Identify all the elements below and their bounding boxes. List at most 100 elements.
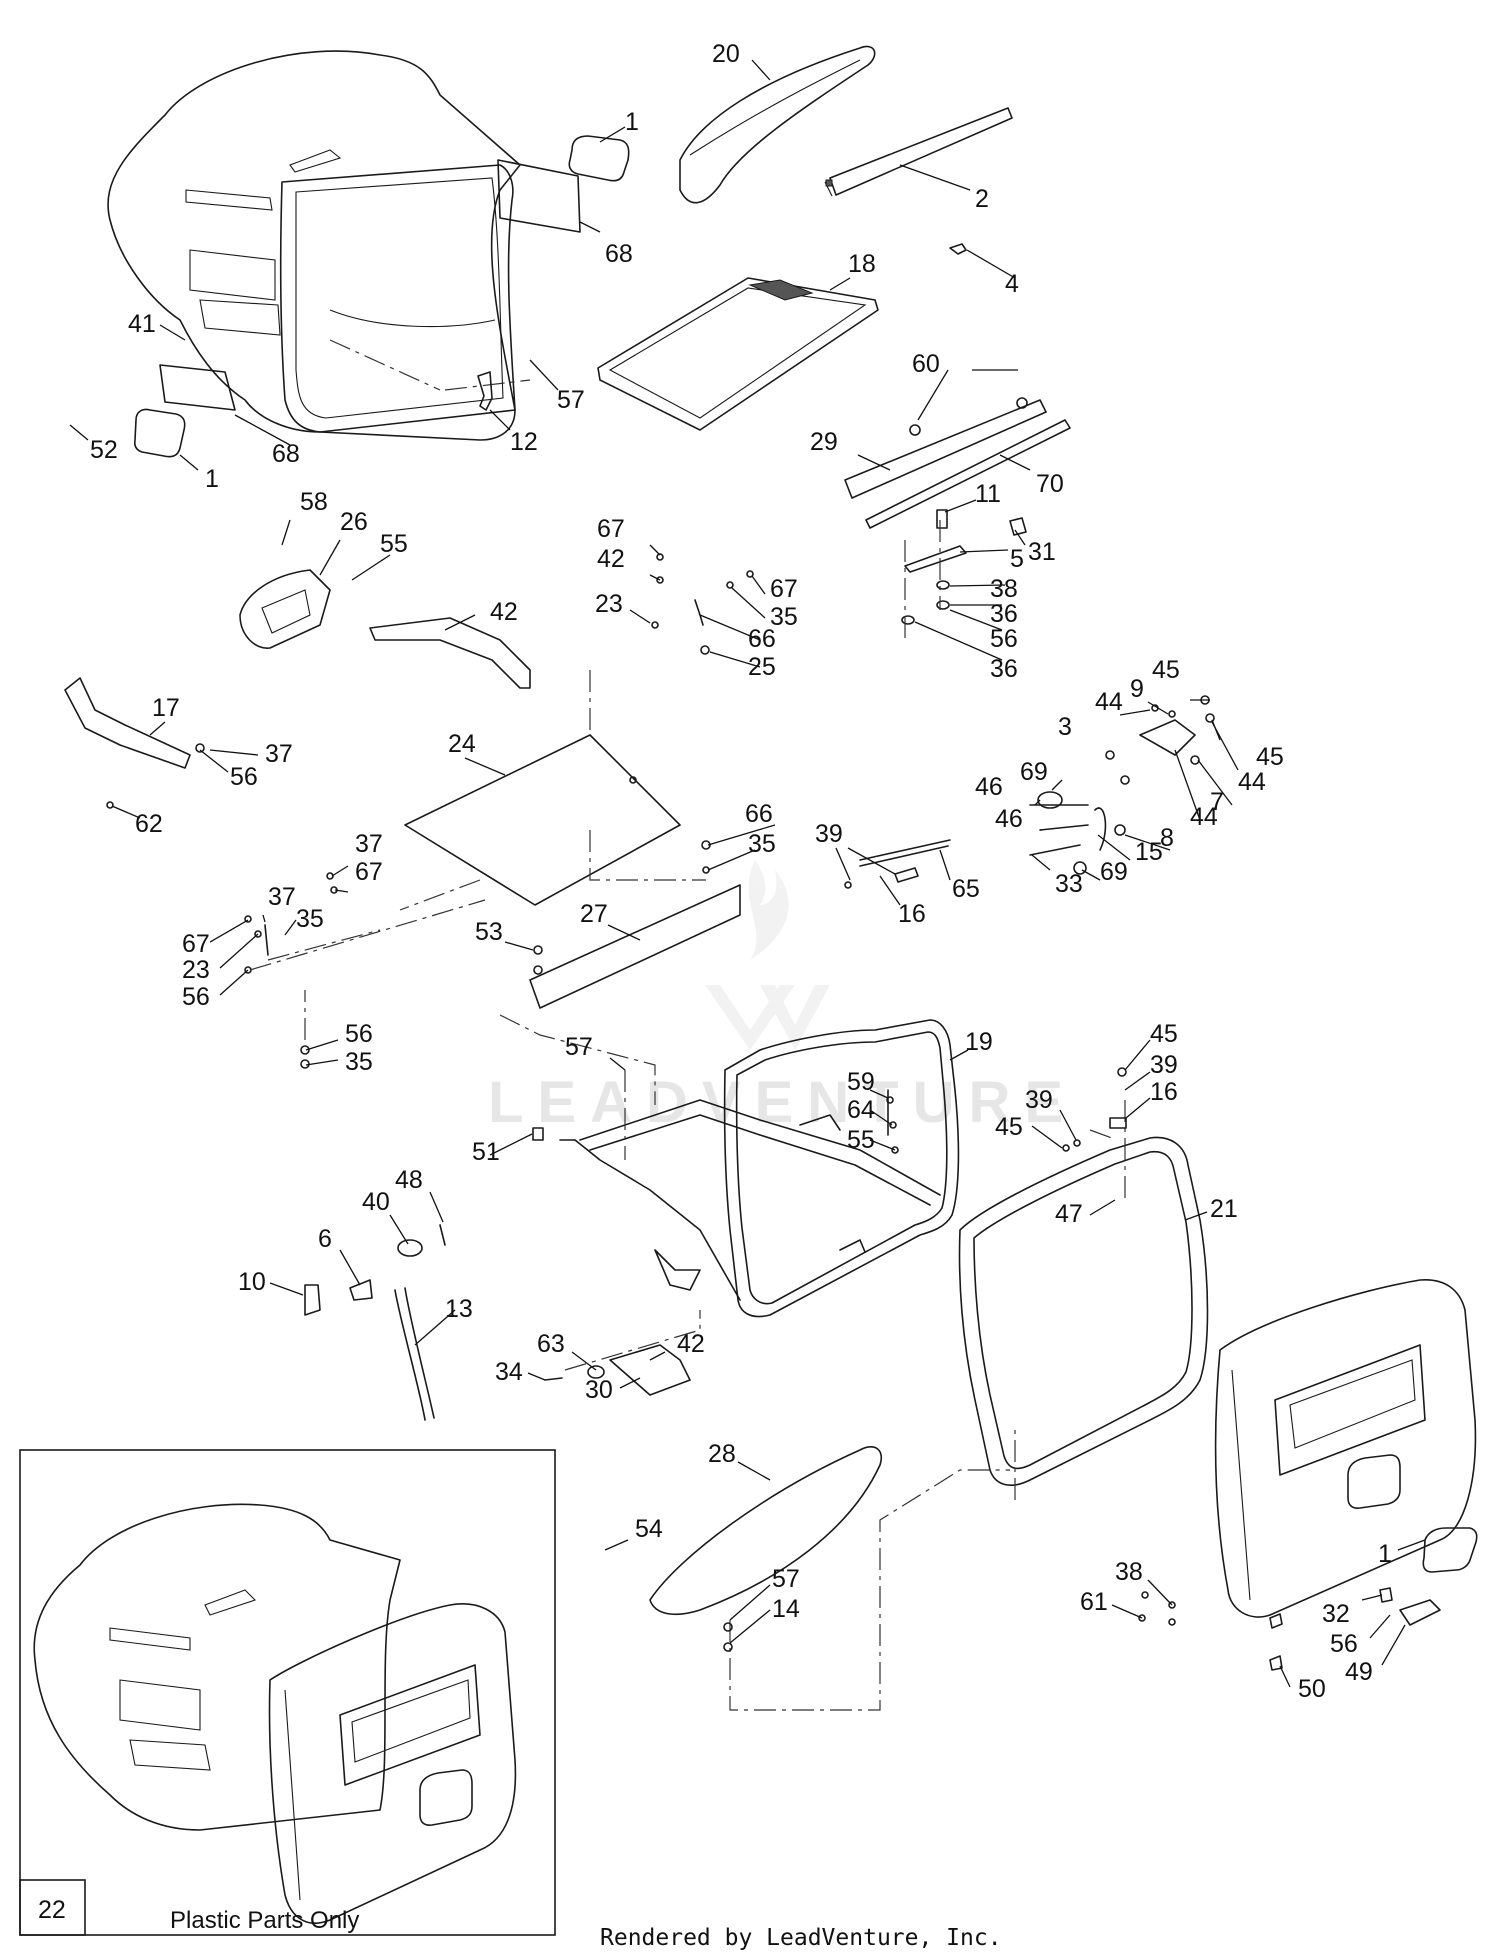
callout: 57 <box>565 1033 593 1061</box>
part-30-latch <box>544 1344 691 1396</box>
callout: 10 <box>238 1268 266 1296</box>
part-24-plate <box>404 734 681 906</box>
part-51-plug <box>532 1127 544 1141</box>
callout: 50 <box>1298 1675 1326 1703</box>
panel-centerline <box>729 1430 1016 1711</box>
callout: 55 <box>847 1126 875 1154</box>
callout: 69 <box>1100 858 1128 886</box>
callout: 61 <box>1080 1588 1108 1616</box>
part-1-decal-left <box>133 408 186 458</box>
callout: 41 <box>128 310 156 338</box>
cab-centerline <box>329 339 531 391</box>
part-1-decal-door <box>1422 1527 1478 1573</box>
callout: 60 <box>912 350 940 378</box>
callout: 59 <box>847 1068 875 1096</box>
callout: 45 <box>1150 1020 1178 1048</box>
callout: 37 <box>355 830 383 858</box>
inset-plastic-parts <box>19 1449 556 1936</box>
watermark-text: LEADVENTURE <box>488 1070 1077 1135</box>
callout: 45 <box>1256 743 1284 771</box>
part-18-filter <box>597 277 879 431</box>
callout: 23 <box>182 956 210 984</box>
inset-number: 22 <box>38 1896 66 1924</box>
callout: 67 <box>597 515 625 543</box>
callout: 48 <box>395 1166 423 1194</box>
callout: 1 <box>625 108 639 136</box>
callout: 19 <box>965 1028 993 1056</box>
callout: 66 <box>745 800 773 828</box>
part-19-frame <box>559 1019 960 1318</box>
callout: 16 <box>1150 1078 1178 1106</box>
callout: 2 <box>975 185 989 213</box>
callout: 66 <box>748 625 776 653</box>
callout: 39 <box>815 820 843 848</box>
plate-leader-line <box>589 830 706 881</box>
callout: 70 <box>1036 470 1064 498</box>
callout: 13 <box>445 1295 473 1323</box>
part-21-frame <box>958 1136 1209 1486</box>
callout-labels: 20 1 2 68 4 18 41 57 12 52 68 1 60 29 70… <box>90 40 1392 1703</box>
part-1-decal-top <box>568 135 630 182</box>
callout: 4 <box>1005 270 1019 298</box>
callout: 21 <box>1210 1195 1238 1223</box>
callout: 16 <box>898 900 926 928</box>
callout: 37 <box>265 740 293 768</box>
callout: 38 <box>990 575 1018 603</box>
callout: 67 <box>355 858 383 886</box>
latch-mechanism <box>1029 695 1215 875</box>
callout: 44 <box>1095 688 1123 716</box>
callout: 25 <box>748 653 776 681</box>
callout: 30 <box>585 1376 613 1404</box>
callout: 26 <box>340 508 368 536</box>
callout: 42 <box>597 545 625 573</box>
callout: 62 <box>135 810 163 838</box>
callout: 57 <box>772 1565 800 1593</box>
rail-centerline <box>904 520 941 640</box>
callout: 1 <box>205 465 219 493</box>
rear-door-shell <box>1214 1279 1477 1618</box>
callout: 39 <box>1150 1051 1178 1079</box>
callout: 35 <box>345 1048 373 1076</box>
callout-leaders <box>69 59 1426 1688</box>
part-68-screen-top <box>497 159 581 233</box>
part-13-rod <box>304 1224 446 1421</box>
latch-centerline <box>564 1310 701 1371</box>
callout: 42 <box>677 1330 705 1358</box>
callout: 12 <box>510 428 538 456</box>
callout: 46 <box>975 773 1003 801</box>
callout: 44 <box>1238 768 1266 796</box>
hardware-stack-42 <box>651 553 754 655</box>
callout: 17 <box>152 694 180 722</box>
callout: 63 <box>537 1330 565 1358</box>
hardware-stack-39 <box>1062 1067 1127 1152</box>
callout: 38 <box>1115 1558 1143 1586</box>
cab-shell <box>107 50 521 441</box>
part-28-panel <box>649 1446 882 1616</box>
callout: 8 <box>1160 824 1174 852</box>
callout: 24 <box>448 730 476 758</box>
part-2-panel <box>824 107 1013 197</box>
callout: 53 <box>475 918 503 946</box>
callout: 58 <box>300 488 328 516</box>
inset-caption: Plastic Parts Only <box>170 1907 359 1934</box>
callout: 36 <box>990 600 1018 628</box>
callout: 54 <box>635 1515 663 1543</box>
callout: 49 <box>1345 1658 1373 1686</box>
callout: 51 <box>472 1138 500 1166</box>
callout: 35 <box>296 905 324 933</box>
callout: 29 <box>810 428 838 456</box>
part-4-clip <box>949 243 967 255</box>
callout: 56 <box>990 625 1018 653</box>
callout: 11 <box>975 480 1001 508</box>
callout: 56 <box>182 983 210 1011</box>
callout: 44 <box>1190 803 1218 831</box>
part-17-bracket <box>64 677 191 769</box>
callout: 67 <box>770 575 798 603</box>
plate-centerline <box>399 670 591 911</box>
callout: 20 <box>712 40 740 68</box>
callout: 15 <box>1135 838 1163 866</box>
callout: 3 <box>1058 713 1072 741</box>
part-65-rod <box>844 839 951 889</box>
callout: 37 <box>268 883 296 911</box>
